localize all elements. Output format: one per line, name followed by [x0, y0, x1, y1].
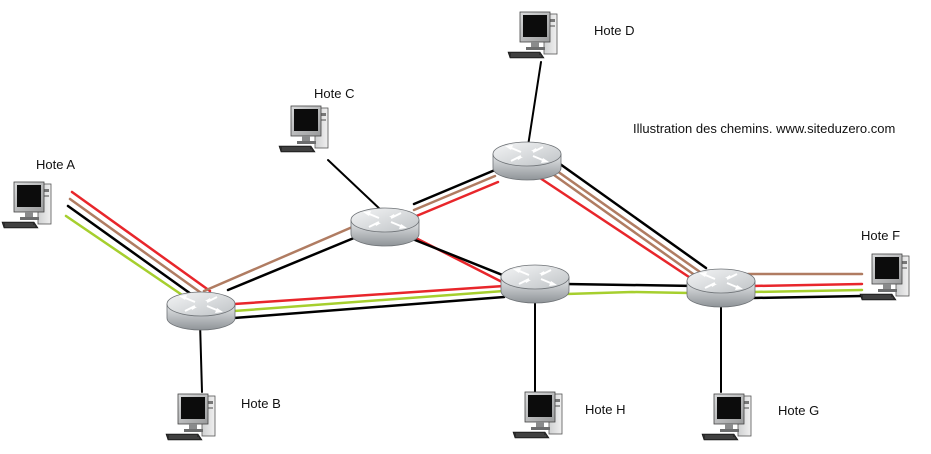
- host-h-label: Hote H: [585, 402, 625, 417]
- host-b-label: Hote B: [241, 396, 281, 411]
- host-a-computer-icon: [1, 181, 52, 229]
- host-c-computer-icon: [278, 105, 329, 153]
- path-green-R5-F: [750, 288, 864, 294]
- path-red-R5-F: [750, 282, 864, 288]
- path-black-R2-R3: [408, 236, 512, 280]
- path-black-R4-R5: [558, 162, 708, 270]
- path-black-R2-R4: [412, 168, 497, 206]
- path-brown-R4-R5b: [552, 173, 698, 278]
- path-black-A-R1: [66, 204, 200, 301]
- path-green-A-R1: [64, 214, 190, 301]
- path-brown-R2-R4: [412, 174, 497, 212]
- router-r2: [350, 207, 420, 247]
- link-hostD-r4: [527, 61, 542, 147]
- diagram-caption: Illustration des chemins. www.siteduzero…: [633, 121, 895, 136]
- host-d-label: Hote D: [594, 23, 634, 38]
- path-red-R1-R3: [232, 284, 506, 306]
- hosts: [1, 11, 910, 441]
- host-h-computer-icon: [512, 391, 563, 439]
- path-brown-A-R1: [68, 197, 206, 297]
- router-r1: [166, 291, 236, 331]
- path-black-R1-R2: [226, 231, 368, 292]
- link-r1-hostB: [199, 321, 203, 393]
- path-brown-R1-R2: [202, 220, 366, 293]
- path-red-A-R1: [70, 190, 212, 293]
- links: [64, 61, 864, 393]
- router-r3: [500, 264, 570, 304]
- host-c-label: Hote C: [314, 86, 354, 101]
- path-black-R1-R3: [232, 295, 506, 320]
- path-red-R2-R4: [412, 180, 500, 219]
- path-black-R5-F: [750, 294, 864, 300]
- link-hostC-r2: [327, 159, 384, 213]
- host-f-label: Hote F: [861, 228, 900, 243]
- router-r5: [686, 268, 756, 308]
- path-brown-R4-R5a: [555, 169, 702, 274]
- host-f-computer-icon: [859, 253, 910, 301]
- host-g-label: Hote G: [778, 403, 819, 418]
- host-b-computer-icon: [165, 393, 216, 441]
- path-black-R3-R5: [564, 282, 698, 288]
- host-g-computer-icon: [701, 393, 752, 441]
- path-red-R2-R3: [402, 230, 508, 286]
- host-a-label: Hote A: [36, 157, 75, 172]
- router-r4: [492, 141, 562, 181]
- host-d-computer-icon: [507, 11, 558, 59]
- path-red-R4-R5: [538, 176, 694, 281]
- path-green-R3-R5: [564, 290, 692, 296]
- path-green-R1-R3: [232, 289, 506, 313]
